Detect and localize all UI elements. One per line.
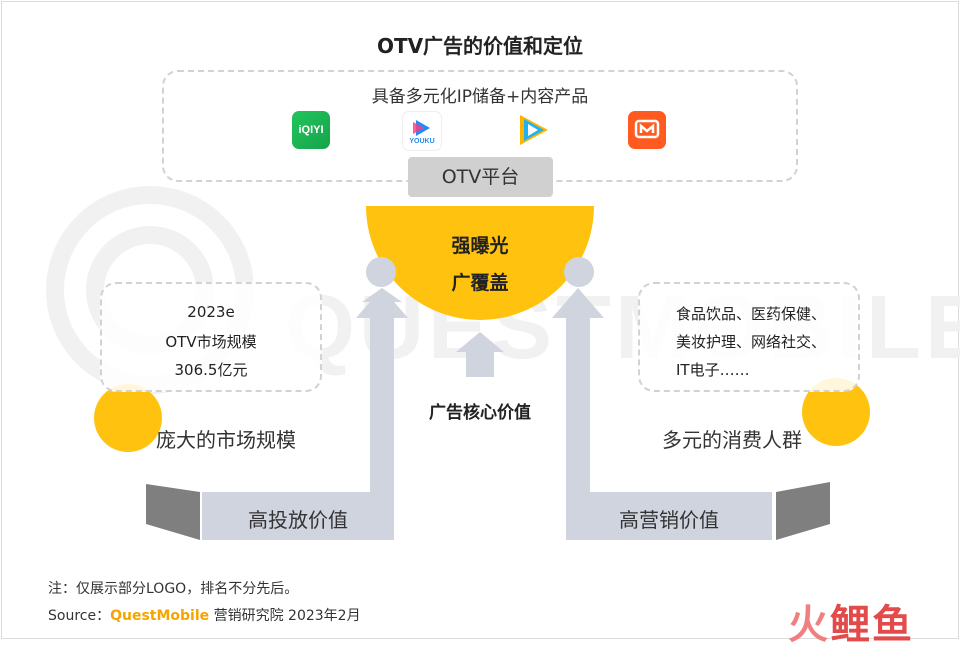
left-base-label: 高投放价值 xyxy=(248,508,348,532)
source-prefix: Source： xyxy=(48,608,111,624)
ip-content-text: 具备多元化IP储备+内容产品 xyxy=(371,87,589,107)
page-title: OTV广告的价值和定位 xyxy=(376,34,584,58)
iqiyi-logo-text: iQIYI xyxy=(298,124,324,136)
tencent-video-logo-icon xyxy=(514,111,552,149)
corner-brand-logo: 火鲤鱼 xyxy=(788,592,914,650)
consumer-line-1: 食品饮品、医药保健、 xyxy=(676,305,827,323)
right-base-wedge xyxy=(776,482,830,540)
youku-logo-icon: YOUKU xyxy=(402,111,442,151)
consumer-line-2: 美妆护理、网络社交、 xyxy=(676,333,827,351)
right-dot xyxy=(564,257,594,287)
market-value: 306.5亿元 xyxy=(174,361,248,379)
source-suffix: 营销研究院 2023年2月 xyxy=(209,608,361,624)
center-up-arrow xyxy=(456,332,504,377)
corner-brand-part2: 鲤鱼 xyxy=(830,602,914,648)
footnote: 注：仅展示部分LOGO，排名不分先后。 xyxy=(48,581,299,597)
consumer-line-3: IT电子…… xyxy=(676,361,750,379)
market-metric: OTV市场规模 xyxy=(165,333,257,351)
core-semicircle xyxy=(366,206,594,320)
right-base-label: 高营销价值 xyxy=(619,508,719,532)
core-value-label: 广告核心价值 xyxy=(429,403,531,423)
left-base xyxy=(202,492,394,540)
left-up-arrow xyxy=(356,288,408,492)
consumer-label: 多元的消费人群 xyxy=(662,428,802,452)
right-up-arrow xyxy=(552,288,604,492)
corner-brand-part1: 火 xyxy=(788,602,830,648)
market-size-box xyxy=(100,282,322,392)
market-year: 2023e xyxy=(187,303,235,321)
iqiyi-logo-icon: iQIYI xyxy=(292,111,330,149)
otv-platform-label: OTV平台 xyxy=(408,157,553,197)
page-frame xyxy=(1,1,959,639)
right-base xyxy=(566,492,772,540)
left-yellow-circle xyxy=(94,384,162,452)
core-line-coverage: 广覆盖 xyxy=(451,272,509,294)
right-yellow-circle xyxy=(802,378,870,446)
mango-tv-logo-icon xyxy=(628,111,666,149)
core-line-exposure: 强曝光 xyxy=(451,235,509,257)
source-brand: QuestMobile xyxy=(110,608,210,624)
youku-logo-text: YOUKU xyxy=(409,137,435,145)
left-dot xyxy=(366,257,396,287)
left-base-wedge xyxy=(146,484,200,540)
source-line: Source：QuestMobile 营销研究院 2023年2月 xyxy=(48,605,361,625)
market-size-label: 庞大的市场规模 xyxy=(156,428,296,452)
consumer-box xyxy=(638,282,860,392)
